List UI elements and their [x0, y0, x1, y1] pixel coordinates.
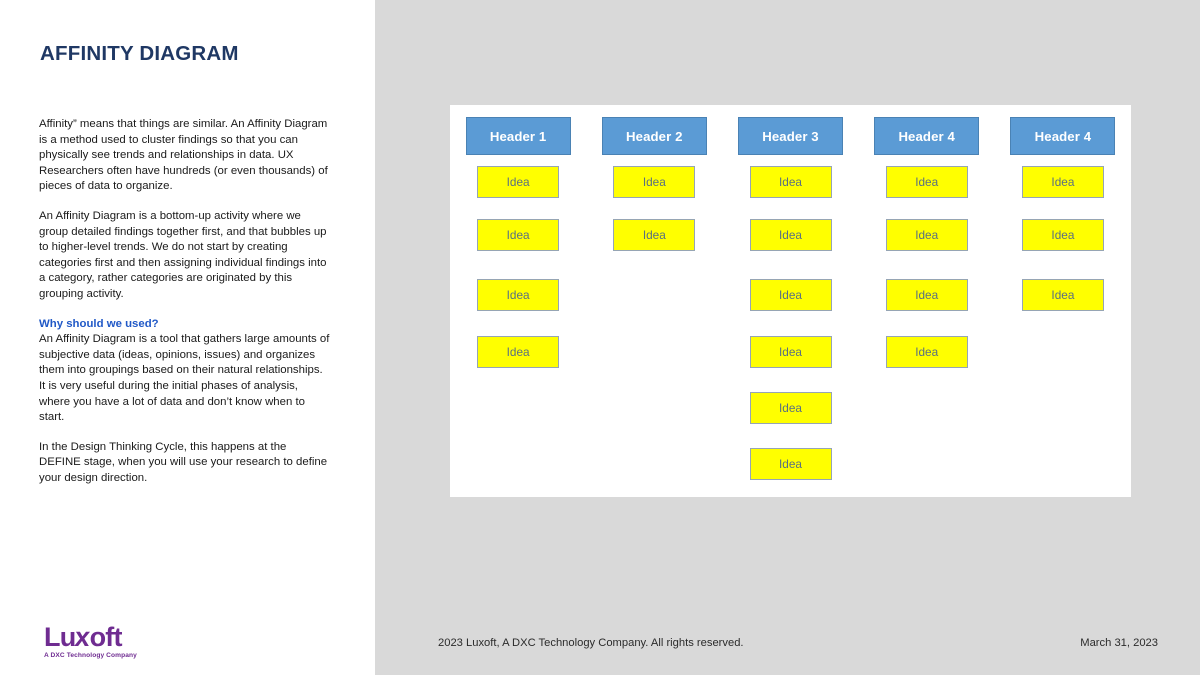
idea-card[interactable]: Idea	[477, 336, 560, 368]
idea-card[interactable]: Idea	[477, 219, 560, 251]
idea-card[interactable]: Idea	[477, 279, 560, 311]
paragraph-why-use: Why should we used? An Affinity Diagram …	[39, 317, 331, 426]
idea-card[interactable]: Idea	[885, 166, 968, 198]
idea-card[interactable]: Idea	[749, 166, 832, 198]
logo-text-part1: Lu	[44, 622, 76, 652]
idea-card[interactable]: Idea	[613, 166, 696, 198]
idea-card[interactable]: Idea	[749, 448, 832, 480]
body-copy: Affinity” means that things are similar.…	[39, 117, 331, 486]
paragraph-intro: Affinity” means that things are similar.…	[39, 118, 328, 193]
left-content-panel: AFFINITY DIAGRAM Affinity” means that th…	[0, 0, 375, 675]
idea-card[interactable]: Idea	[749, 392, 832, 424]
page-title: AFFINITY DIAGRAM	[40, 42, 239, 65]
sub-heading-body: An Affinity Diagram is a tool that gathe…	[39, 333, 330, 424]
footer-copyright: 2023 Luxoft, A DXC Technology Company. A…	[438, 637, 744, 649]
luxoft-logo: Luxoft A DXC Technology Company	[44, 622, 154, 659]
sub-heading-why-should-we-used: Why should we used?	[39, 317, 159, 330]
idea-card[interactable]: Idea	[1021, 279, 1104, 311]
column-header-4[interactable]: Header 4	[874, 117, 980, 155]
footer-date: March 31, 2023	[1080, 637, 1158, 649]
logo-text-part2: oft	[89, 622, 123, 652]
idea-card[interactable]: Idea	[1021, 219, 1104, 251]
luxoft-logo-wordmark: Luxoft	[44, 622, 154, 652]
paragraph-bottom-up: An Affinity Diagram is a bottom-up activ…	[39, 209, 327, 300]
idea-card[interactable]: Idea	[885, 279, 968, 311]
idea-card[interactable]: Idea	[1021, 166, 1104, 198]
idea-card[interactable]: Idea	[885, 219, 968, 251]
paragraph-design-thinking: In the Design Thinking Cycle, this happe…	[39, 440, 328, 484]
idea-card[interactable]: Idea	[613, 219, 696, 251]
idea-card[interactable]: Idea	[885, 336, 968, 368]
idea-card[interactable]: Idea	[749, 279, 832, 311]
logo-x-glyph-icon: x	[73, 622, 92, 652]
idea-card[interactable]: Idea	[749, 219, 832, 251]
column-header-1[interactable]: Header 1	[465, 117, 571, 155]
column-header-3[interactable]: Header 3	[738, 117, 843, 155]
column-header-2[interactable]: Header 2	[601, 117, 707, 155]
idea-card[interactable]: Idea	[477, 166, 560, 198]
idea-card[interactable]: Idea	[749, 336, 832, 368]
column-header-5[interactable]: Header 4	[1010, 117, 1116, 155]
luxoft-logo-tagline: A DXC Technology Company	[44, 652, 137, 659]
